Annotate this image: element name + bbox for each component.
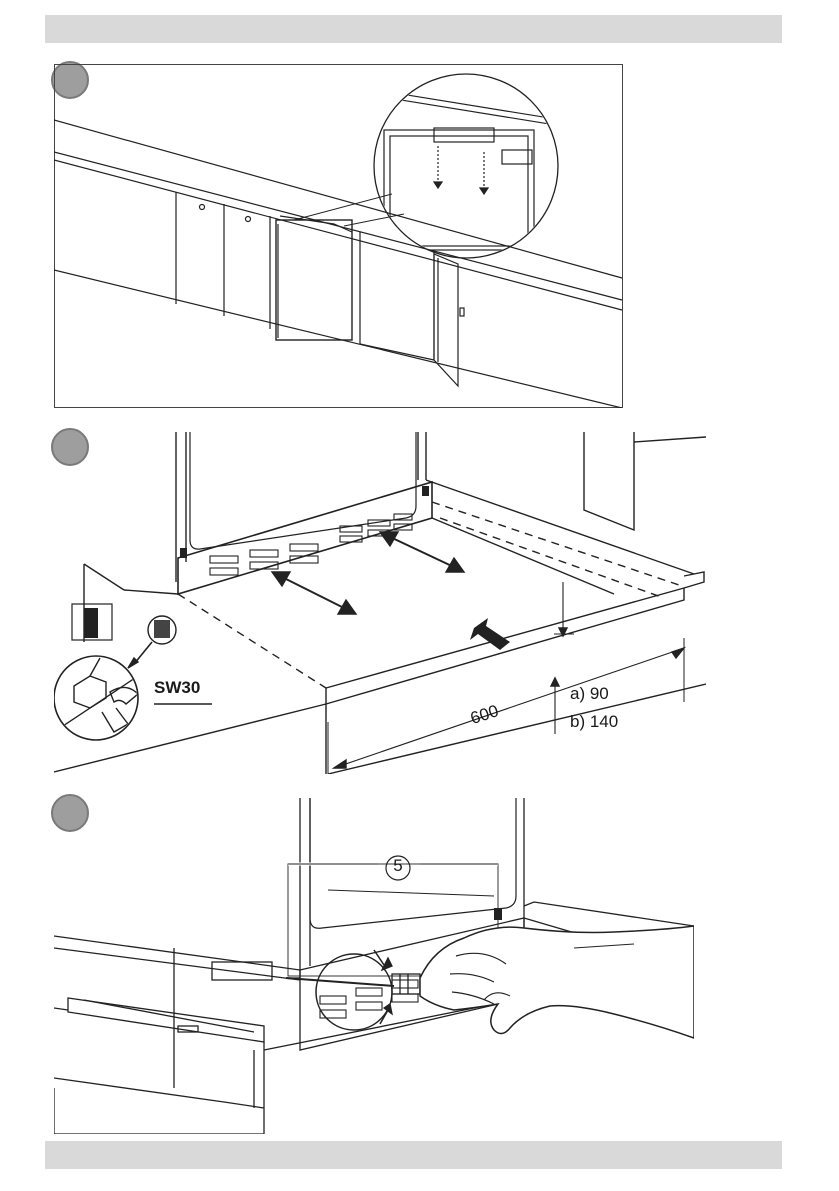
wrench-size-label: SW30: [154, 678, 200, 698]
height-b-label: b) 140: [570, 712, 618, 732]
header-bar: [45, 15, 782, 43]
step-1-illustration: [54, 64, 623, 408]
callout-number-5: 5: [389, 856, 407, 876]
height-a-label: a) 90: [570, 684, 609, 704]
footer-bar: [45, 1141, 782, 1169]
step-2-illustration: SW30 600 a) 90 b) 140: [54, 432, 706, 774]
step-3-illustration: 5: [54, 798, 694, 1134]
